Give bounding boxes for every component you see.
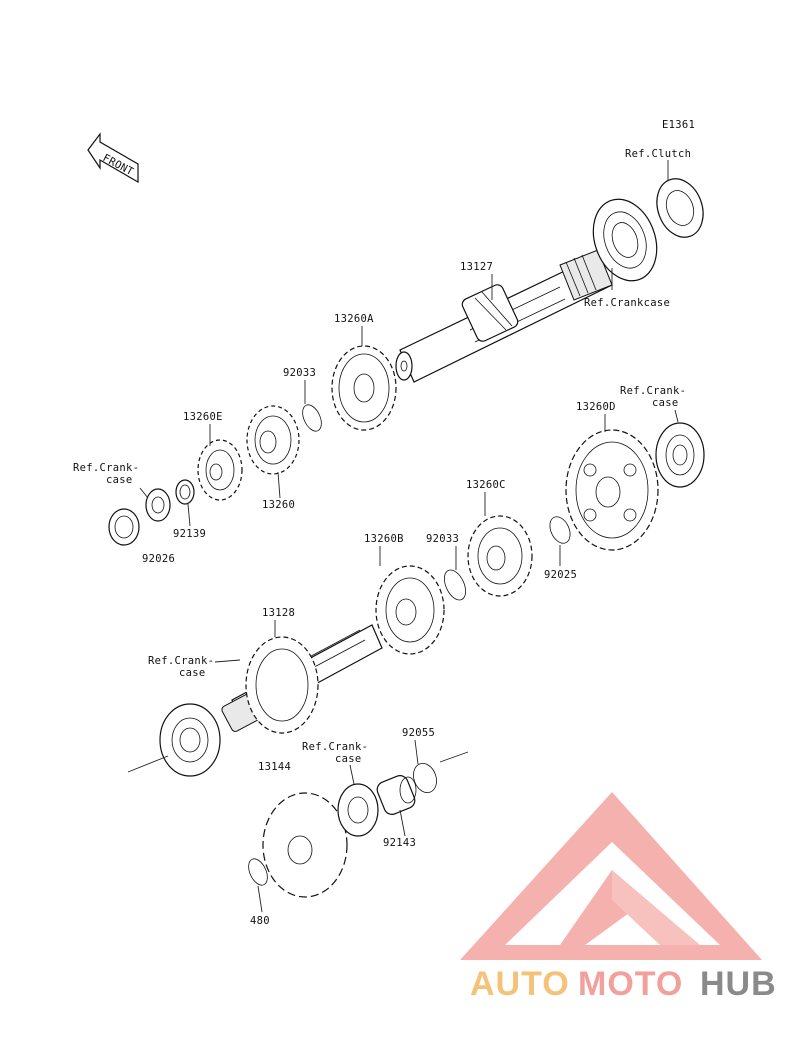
svg-text:HUB: HUB: [700, 965, 777, 1003]
label-480: 480: [250, 915, 270, 927]
label-92055: 92055: [402, 727, 435, 739]
automotohub-logo: [460, 792, 762, 960]
main-shaft-13127: [395, 249, 613, 383]
label-13260D: 13260D: [576, 401, 616, 413]
label-92033-b: 92033: [426, 533, 459, 545]
bearing-ref-crankcase: [592, 198, 658, 282]
label-ref-crank-4: Ref.Crank-: [302, 741, 368, 753]
leader-lines: [139, 160, 679, 913]
label-case-1: case: [106, 474, 133, 486]
label-13260A: 13260A: [334, 313, 374, 325]
gear-13260B: [375, 565, 445, 655]
sprocket-13144: [262, 792, 348, 898]
automotohub-wordmark: AUTO MOTO HUB: [470, 965, 777, 1003]
gear-13260: [246, 405, 300, 475]
label-case-4: case: [335, 753, 362, 765]
label-ref-clutch: Ref.Clutch: [625, 148, 691, 160]
label-ref-crank-2: Ref.Crank-: [620, 385, 686, 397]
label-13260C: 13260C: [466, 479, 506, 491]
label-13127: 13127: [460, 261, 493, 273]
circlip-92033-b: [444, 569, 466, 601]
washer: [145, 488, 171, 522]
label-92025: 92025: [544, 569, 577, 581]
label-ref-crank-3: Ref.Crank-: [148, 655, 214, 667]
label-92033: 92033: [283, 367, 316, 379]
svg-text:AUTO: AUTO: [470, 965, 570, 1003]
gear-13260D: [565, 429, 659, 551]
gear-13260E: [197, 439, 243, 501]
bushing-92139: [175, 479, 195, 505]
diagram-code: E1361: [662, 119, 695, 131]
label-ref-crankcase: Ref.Crankcase: [584, 297, 670, 309]
output-shaft-13128: [221, 624, 383, 734]
svg-text:MOTO: MOTO: [578, 965, 683, 1003]
label-92139: 92139: [173, 528, 206, 540]
label-13260E: 13260E: [183, 411, 223, 423]
bearing-92026: [108, 508, 140, 546]
label-13260: 13260: [262, 499, 295, 511]
circlip-480: [248, 858, 268, 886]
part-labels: Ref.Clutch Ref.Crankcase 13127 13260A 92…: [73, 148, 691, 927]
label-case-3: case: [179, 667, 206, 679]
gear-13260A: [331, 345, 397, 431]
label-92143: 92143: [383, 837, 416, 849]
label-92026: 92026: [142, 553, 175, 565]
collar-92143: [376, 775, 417, 815]
o-ring-92055: [413, 763, 437, 793]
oil-seal-ref-crankcase: [337, 783, 379, 837]
label-13144: 13144: [258, 761, 291, 773]
gear-13260C: [467, 515, 533, 597]
washer-92025: [549, 516, 571, 544]
bearing-ref-crankcase-lower: [159, 703, 221, 777]
label-13260B: 13260B: [364, 533, 404, 545]
bearing-ref-clutch: [656, 178, 704, 238]
circlip-92033: [302, 404, 322, 432]
front-direction-arrow: FRONT: [87, 132, 139, 184]
bearing-ref-crankcase-right: [655, 422, 705, 488]
label-case-2: case: [652, 397, 679, 409]
label-13128: 13128: [262, 607, 295, 619]
label-ref-crank-1: Ref.Crank-: [73, 462, 139, 474]
